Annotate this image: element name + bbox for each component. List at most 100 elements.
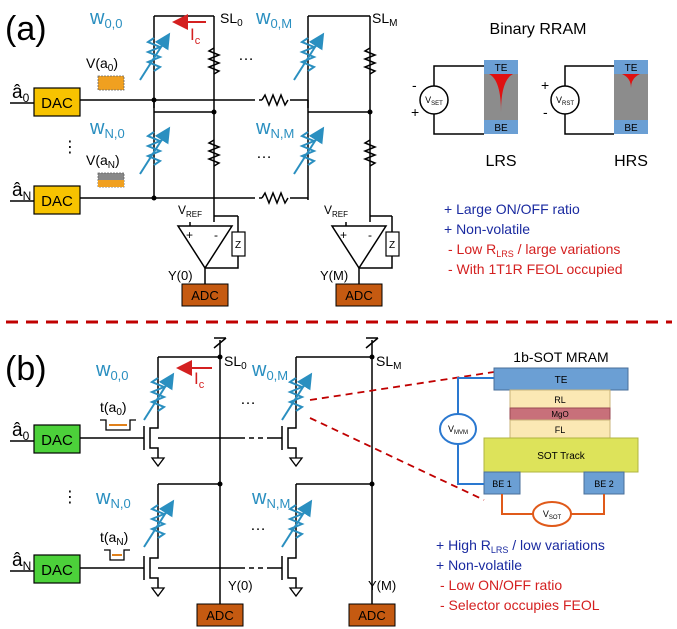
memristor-b-n0 — [149, 504, 167, 539]
hdots-b-top: … — [240, 391, 256, 408]
adc-label-a-m: ADC — [345, 288, 372, 303]
rram-title: Binary RRAM — [490, 21, 587, 38]
pro-b-1: + High RLRS / low variations — [436, 537, 605, 555]
dac-label-b-0: DAC — [41, 432, 73, 449]
time-pulse-b-n — [104, 549, 130, 561]
memristor-a-n0 — [145, 131, 163, 166]
hrs-label: HRS — [614, 153, 648, 170]
resistor-a-0m — [362, 47, 378, 75]
w00-label-b: w0,0 — [95, 359, 129, 383]
w0m-label-a: w0,M — [255, 7, 292, 31]
mram-be2-label: BE 2 — [594, 479, 614, 489]
adc-a-m — [335, 283, 383, 307]
pro-a-2: + Non-volatile — [444, 221, 530, 237]
vrst-label: VRST — [556, 95, 574, 107]
mram-mgo-label: MgO — [551, 410, 568, 419]
mram-te-label: TE — [555, 375, 568, 386]
vdots-a: ⋮ — [62, 137, 78, 156]
hrs-filament — [622, 74, 640, 88]
adc-label-b-m: ADC — [358, 608, 385, 623]
dac-label-a-n: DAC — [41, 193, 73, 210]
dac-b-0 — [33, 424, 81, 454]
transistor-b-n0 — [149, 550, 159, 588]
memristor-a-0m — [299, 37, 317, 72]
ground-b-00 — [150, 457, 166, 468]
vset-label: VSET — [425, 95, 443, 107]
dac-label-a-0: DAC — [41, 95, 73, 112]
hrs-be — [614, 120, 648, 134]
opamp-minus-a-m: - — [368, 228, 372, 242]
ta0-label: t(a0) — [100, 399, 127, 418]
sl0-label-b: SL0 — [224, 353, 247, 372]
transistor-b-nm — [287, 550, 297, 588]
vref-label-a-m: VREF — [324, 203, 348, 219]
ym-label-b: Y(M) — [368, 578, 396, 593]
vrst-plus: + — [541, 77, 549, 93]
voltage-pulse-a-n-bottom — [98, 180, 124, 187]
lrs-label: LRS — [485, 153, 516, 170]
switch-b-m — [365, 337, 379, 349]
dac-a-n — [33, 185, 81, 215]
wn0-label-a: wN,0 — [89, 117, 125, 141]
con-a-2: - With 1T1R FEOL occupied — [448, 261, 623, 277]
an-label-a: âN — [12, 180, 31, 203]
ym-label-a: Y(M) — [320, 268, 348, 283]
van-label: V(aN) — [86, 152, 120, 171]
ground-b-0m — [288, 457, 304, 468]
wnm-label-b: wN,M — [251, 487, 290, 511]
panel-b-label: (b) — [5, 350, 47, 388]
con-b-2: - Selector occupies FEOL — [440, 597, 600, 613]
zoom-line-top — [309, 371, 495, 401]
vdots-b: ⋮ — [62, 487, 78, 506]
wn0-label-b: wN,0 — [95, 487, 131, 511]
mram-fl-label: FL — [555, 425, 566, 435]
ic-label-b: Ic — [194, 369, 205, 391]
lrs-te-label: TE — [495, 63, 508, 74]
adc-b-m — [348, 603, 396, 627]
con-b-1: - Low ON/OFF ratio — [440, 577, 562, 593]
pro-a-1: + Large ON/OFF ratio — [444, 201, 580, 217]
hdots-b-bottom: … — [250, 517, 266, 534]
a0-label-b: â0 — [12, 420, 30, 443]
y0-label-b: Y(0) — [228, 578, 253, 593]
hrs-te — [614, 60, 648, 74]
lrs-be — [484, 120, 518, 134]
w00-label-a: w0,0 — [89, 7, 123, 31]
mram-be1-label: BE 1 — [492, 479, 512, 489]
zoom-line-bottom — [309, 417, 485, 501]
an-label-b: âN — [12, 550, 31, 573]
vrst-source — [550, 85, 580, 115]
dac-b-n — [33, 554, 81, 584]
vmvm-label: VMVM — [448, 424, 468, 436]
ground-b-n0 — [150, 587, 166, 598]
resistor-a-n0 — [206, 139, 222, 167]
opamp-a-0 — [176, 225, 234, 270]
mram-rl-label: RL — [554, 395, 566, 405]
opamp-plus-a-m: + — [340, 228, 347, 242]
time-pulse-b-0 — [100, 419, 136, 431]
adc-label-b-0: ADC — [206, 608, 233, 623]
vrst-minus: - — [543, 104, 548, 120]
wnm-label-a: wN,M — [255, 117, 294, 141]
lrs-te — [484, 60, 518, 74]
y0-label-a: Y(0) — [168, 268, 193, 283]
opamp-plus-a-0: + — [186, 228, 193, 242]
slm-label-b: SLM — [376, 353, 401, 372]
va0-label: V(a0) — [86, 55, 118, 74]
adc-a-0 — [181, 283, 229, 307]
con-a-1: - Low RLRS / large variations — [448, 241, 620, 259]
resistor-a-nm — [362, 139, 378, 167]
pro-b-2: + Non-volatile — [436, 557, 522, 573]
vref-label-a-0: VREF — [178, 203, 202, 219]
panel-a: (a) — [5, 7, 648, 307]
slm-label-a: SLM — [372, 10, 397, 29]
ground-b-nm — [288, 587, 304, 598]
lrs-filament — [489, 74, 513, 112]
memristor-a-00 — [145, 37, 163, 72]
adc-b-0 — [196, 603, 244, 627]
vset-source — [419, 85, 449, 115]
memristor-a-nm — [299, 131, 317, 166]
hrs-be-label: BE — [624, 123, 638, 134]
lrs-be-label: BE — [494, 123, 508, 134]
